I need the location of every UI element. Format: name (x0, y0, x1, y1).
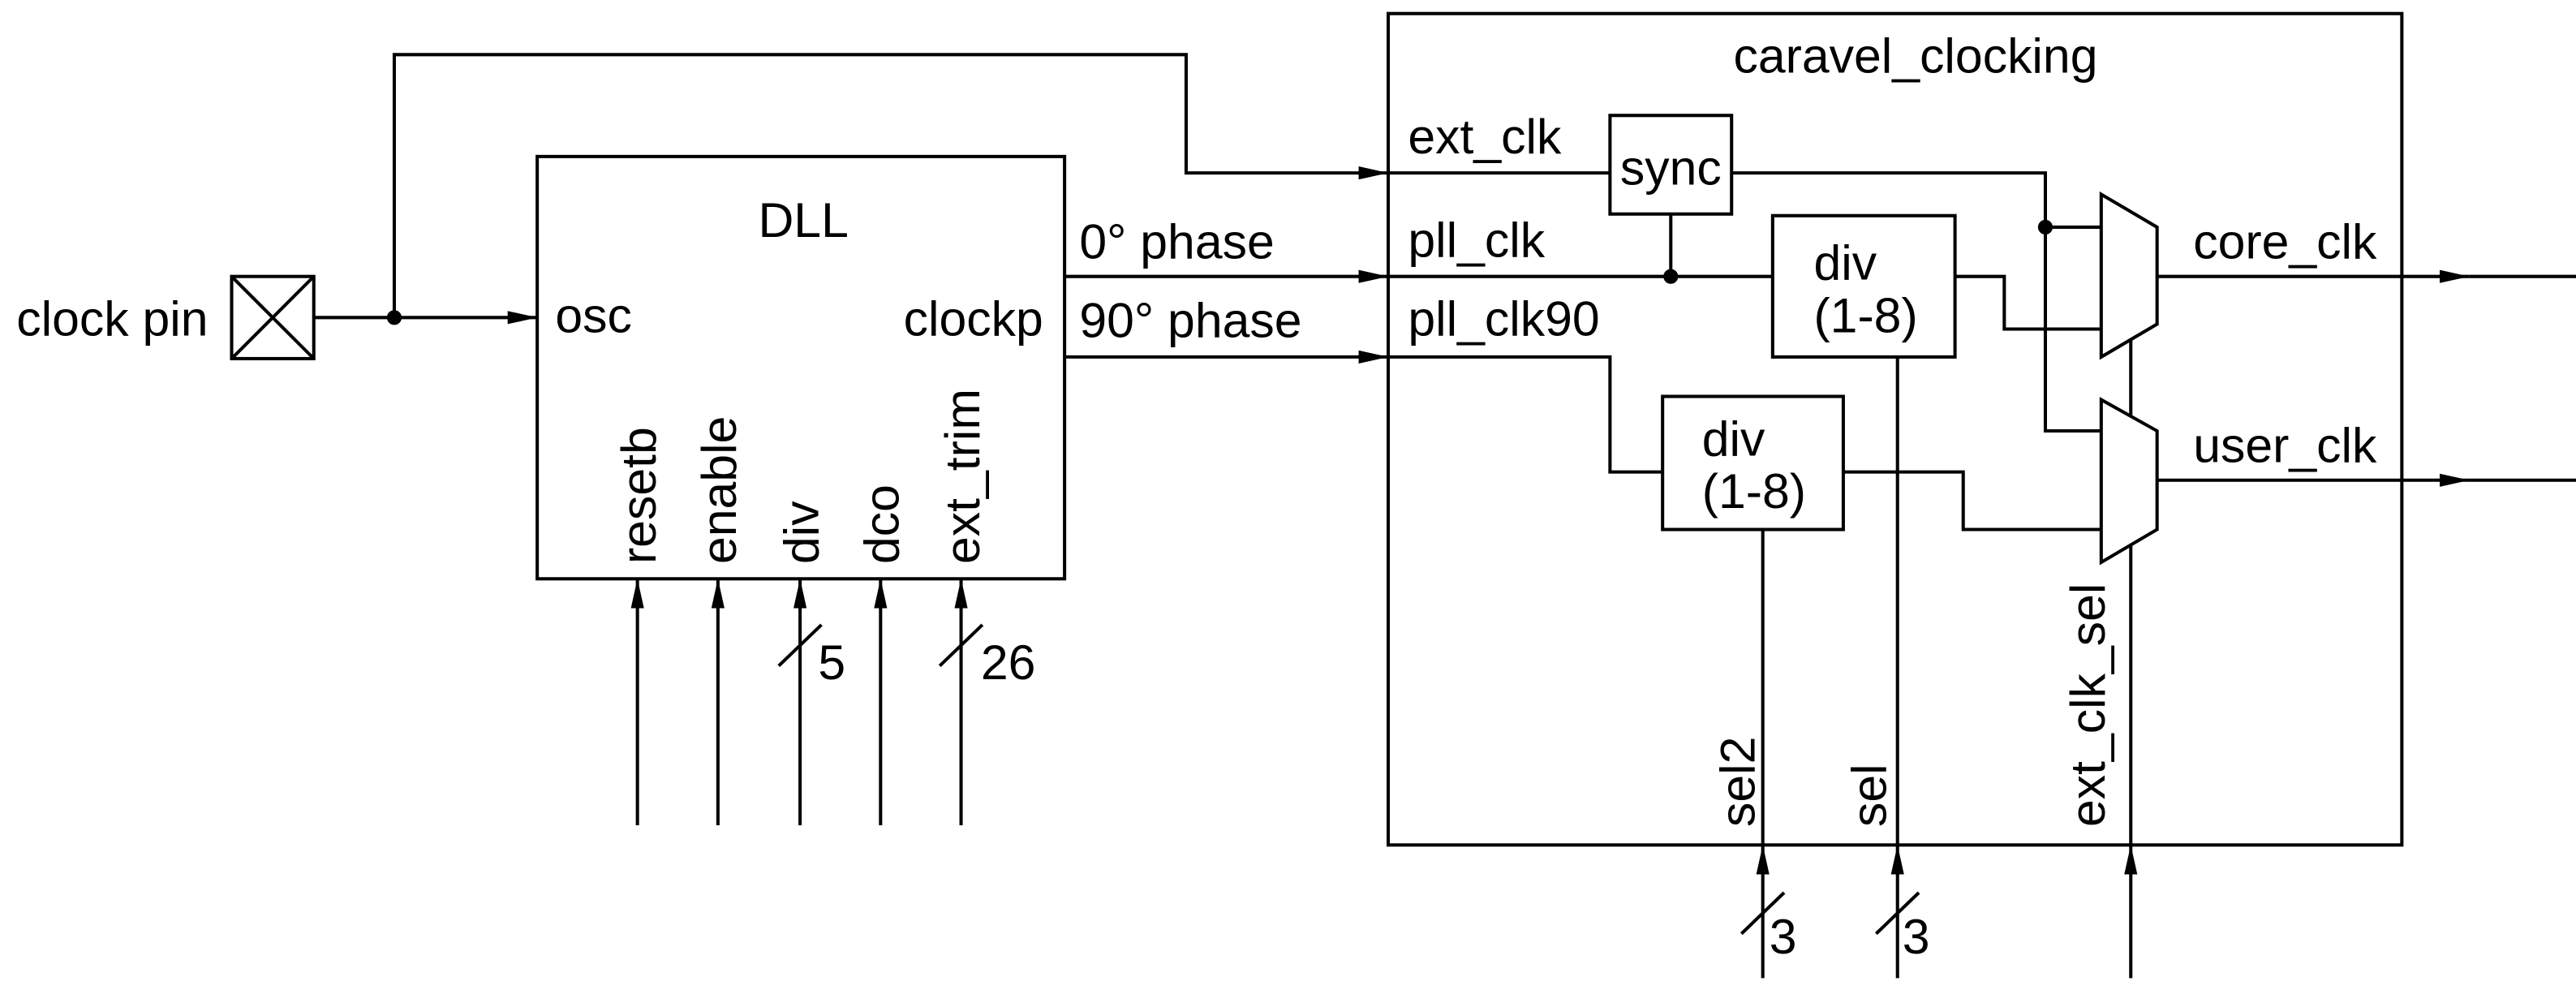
dll-output-90-phase-label: 90° phase (1079, 293, 1301, 348)
dll-osc-port-label: osc (555, 288, 632, 343)
bus-slash-sel2 (1740, 891, 1786, 936)
pll-clk-port-label: pll_clk (1408, 212, 1545, 267)
dll-enable-port-label: enable (691, 416, 746, 564)
clock-pin-label: clock pin (16, 291, 208, 346)
dll-div-port-label: div (773, 501, 828, 564)
clock-pin-pad-icon (230, 274, 316, 360)
wire-pll-clk90-to-div (1388, 355, 1663, 474)
junction-dot-pll-clk (1663, 269, 1679, 284)
dll-clockp-port-label: clockp (904, 291, 1043, 346)
bus-width-ext-trim: 26 (981, 635, 1036, 690)
caravel-clocking-block: caravel_clocking ext_clk pll_clk pll_clk… (1386, 11, 2404, 847)
bus-slash-sel (1875, 891, 1920, 936)
divider-1-range: (1-8) (1813, 288, 1917, 343)
dll-ext-trim-port-label: ext_trim (935, 389, 990, 564)
caravel-clocking-title: caravel_clocking (1734, 28, 2098, 84)
ext-clk-sel-label: ext_clk_sel (2060, 583, 2115, 827)
user-clk-mux (2099, 397, 2159, 566)
sel-label: sel (1842, 764, 1897, 827)
pll-clk90-port-label: pll_clk90 (1408, 291, 1599, 346)
core-clk-output-label: core_clk (2193, 213, 2377, 269)
core-clk-mux (2099, 191, 2159, 360)
divider-2-label: div (1702, 411, 1765, 466)
junction-dot-sync-out (2037, 219, 2053, 235)
dll-block: DLL osc clockp resetb enable div dco ext… (535, 154, 1067, 581)
bus-slash-div (777, 623, 823, 668)
sync-block: sync (1608, 114, 1734, 216)
sel2-label: sel2 (1710, 737, 1765, 827)
wire-pin-to-ext-clk (392, 53, 1389, 318)
dll-title: DLL (758, 192, 848, 248)
wire-sync-out (1731, 171, 2101, 433)
bus-slash-ext-trim (938, 623, 984, 668)
user-clk-output-label: user_clk (2193, 418, 2377, 473)
dll-output-0-phase-label: 0° phase (1079, 213, 1274, 269)
wire-div1-out (1955, 274, 2101, 331)
sync-label: sync (1620, 140, 1722, 195)
junction-dot-clock-pin (386, 310, 402, 325)
bus-width-sel: 3 (1903, 909, 1930, 964)
ext-clk-port-label: ext_clk (1408, 109, 1562, 164)
dll-resetb-port-label: resetb (611, 427, 666, 564)
wire-div2-out (1843, 470, 2101, 532)
divider-1-label: div (1813, 235, 1877, 291)
divider-2-range: (1-8) (1702, 463, 1806, 519)
dll-dco-port-label: dco (854, 484, 910, 564)
bus-width-div: 5 (818, 635, 845, 690)
divider-block-pll-clk90: div (1-8) (1661, 394, 1845, 532)
divider-block-pll-clk: div (1-8) (1770, 213, 1957, 359)
bus-width-sel2: 3 (1770, 909, 1797, 964)
